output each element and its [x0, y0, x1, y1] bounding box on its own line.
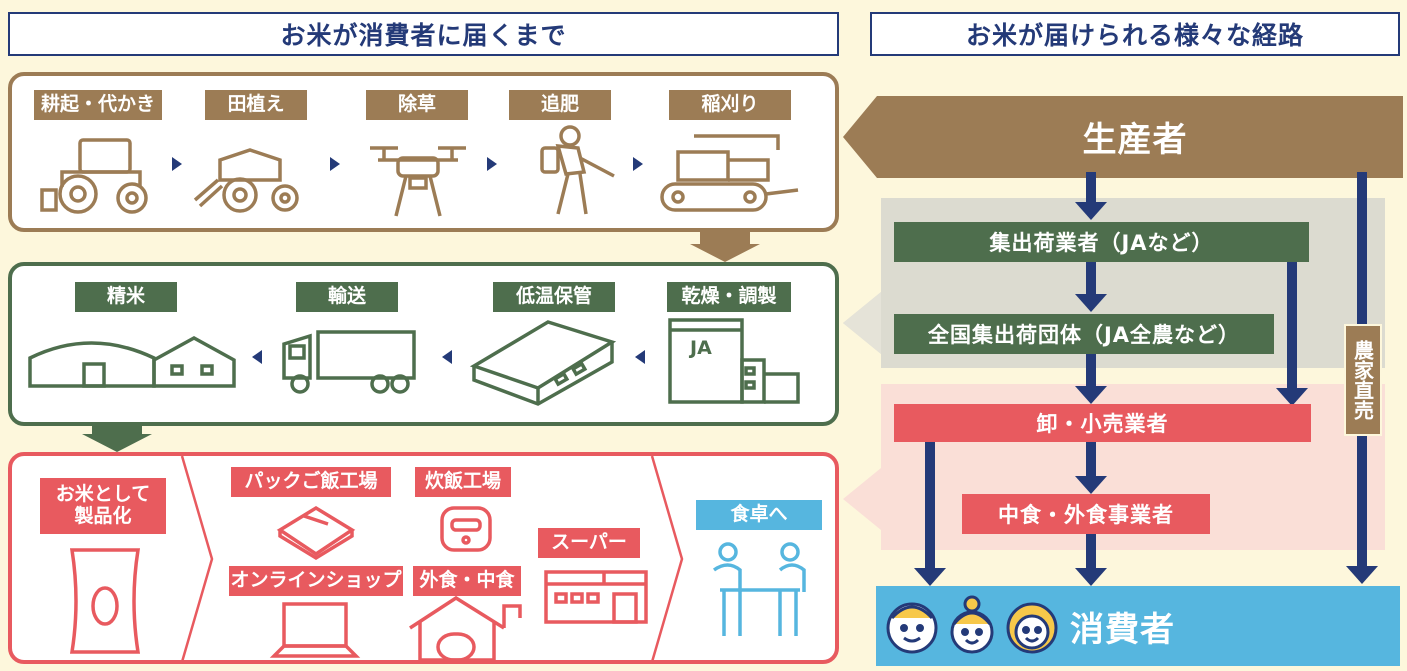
flow-arrow-down: [1075, 354, 1107, 404]
combine-harvester-icon: [660, 134, 799, 212]
step-planting: 田植え: [205, 90, 307, 120]
to-table-label: 食卓へ: [696, 500, 822, 530]
flow-arrow-down: [914, 442, 946, 586]
flow-arrow: [330, 157, 340, 171]
supermarket-icon: [544, 570, 648, 624]
step-polishing: 精米: [75, 282, 177, 312]
rice-cooker-icon: [440, 506, 492, 552]
ja-badge: JA: [690, 337, 712, 359]
rice-mill-icon: [28, 336, 236, 388]
step-drying: 乾燥・調製: [667, 282, 791, 312]
section-divider: [650, 455, 684, 663]
flow-arrow: [635, 350, 645, 364]
rice-factory-label: 炊飯工場: [415, 467, 511, 497]
step-tillage: 耕起・代かき: [34, 90, 162, 120]
step-harvest: 稲刈り: [669, 90, 791, 120]
flow-arrow-down: [1075, 172, 1107, 220]
flow-arrow: [633, 157, 643, 171]
down-arrow: [82, 424, 152, 452]
flow-arrow: [442, 350, 452, 364]
producer-box: 生産者: [1082, 119, 1188, 160]
rice-planter-icon: [193, 148, 299, 213]
flow-arrow-down: [1075, 442, 1107, 494]
consumer-label: 消費者: [1070, 609, 1175, 650]
drone-icon: [370, 146, 466, 217]
wholesale-box: 卸・小売業者: [894, 404, 1311, 442]
family-icon: [886, 595, 1058, 654]
truck-icon: [282, 330, 416, 394]
farmer-spraying-icon: [540, 125, 615, 215]
collector-box: 集出荷業者（JAなど）: [894, 222, 1309, 262]
flow-arrow-down: [1276, 262, 1308, 406]
laptop-icon: [269, 602, 361, 658]
pack-rice-icon: [276, 505, 356, 561]
dining-table-icon: [712, 542, 806, 636]
pack-rice-factory-label: パックご飯工場: [231, 467, 391, 497]
dining-label: 外食・中食: [413, 566, 521, 596]
flow-arrow: [252, 350, 262, 364]
step-transport: 輸送: [296, 282, 398, 312]
route-arrow-producer: [843, 96, 1403, 178]
online-shop-label: オンラインショップ: [229, 566, 403, 596]
direct-sales-label: 農家直売: [1344, 324, 1382, 436]
flow-arrow-down: [1075, 534, 1107, 586]
rice-bag-icon: [69, 548, 141, 654]
step-weeding: 除草: [366, 90, 468, 120]
section-divider: [180, 455, 214, 663]
tractor-icon: [40, 138, 148, 214]
national-box: 全国集出荷団体（JA全農など）: [894, 314, 1274, 354]
left-header: お米が消費者に届くまで: [8, 12, 839, 56]
step-productize: お米として 製品化: [40, 478, 166, 534]
restaurant-icon: [409, 595, 522, 662]
flow-arrow: [487, 157, 497, 171]
step-cold-storage: 低温保管: [493, 282, 615, 312]
warehouse-icon: [469, 320, 617, 406]
drying-facility-icon: [668, 318, 800, 404]
right-header: お米が届けられる様々な経路: [870, 12, 1400, 56]
step-fertilizing: 追肥: [509, 90, 611, 120]
flow-arrow-down: [1075, 262, 1107, 312]
supermarket-label: スーパー: [538, 528, 640, 558]
down-arrow: [690, 232, 760, 262]
flow-arrow: [172, 157, 182, 171]
food-service-box: 中食・外食事業者: [962, 494, 1210, 534]
